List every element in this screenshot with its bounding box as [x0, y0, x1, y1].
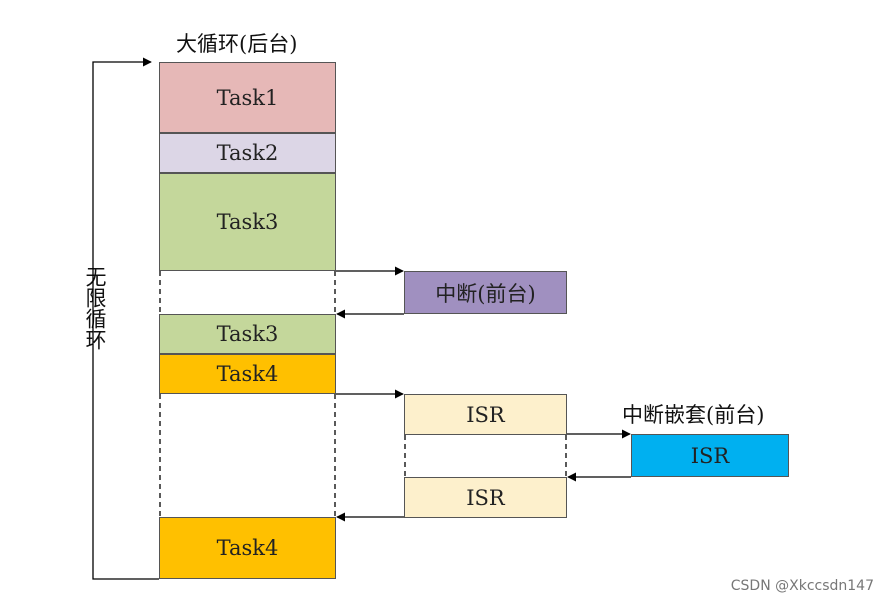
- task-block-task3: Task3: [159, 173, 336, 271]
- task-label: Task3: [216, 210, 279, 234]
- task-label: Task4: [216, 362, 279, 386]
- isr-label: ISR: [466, 402, 505, 427]
- task-label: Task4: [216, 536, 279, 560]
- isr-label: ISR: [466, 485, 505, 510]
- watermark: CSDN @Xkccsdn147: [730, 578, 874, 594]
- task-label: Task3: [216, 322, 279, 346]
- task-block-task1: Task1: [159, 62, 336, 133]
- task-label: Task1: [216, 85, 279, 110]
- task-block-task4-resume: Task4: [159, 517, 336, 579]
- main-loop-title: 大循环(后台): [176, 32, 298, 56]
- isr-block-first: ISR: [404, 394, 567, 435]
- infinite-loop-text: 无限循环: [83, 266, 107, 350]
- loop-bracket-line: [92, 57, 159, 580]
- nested-interrupt-title: 中断嵌套(前台): [622, 403, 765, 427]
- interrupt-block: 中断(前台): [404, 271, 567, 314]
- infinite-loop-label: 无限循环: [82, 266, 107, 356]
- nested-isr-block: ISR: [631, 434, 789, 477]
- isr-block-second: ISR: [404, 477, 567, 518]
- nested-isr-label: ISR: [690, 443, 730, 468]
- task-block-task2: Task2: [159, 133, 336, 173]
- task-block-task4: Task4: [159, 354, 336, 394]
- task-block-task3-resume: Task3: [159, 314, 336, 354]
- interrupt-label: 中断(前台): [435, 281, 536, 306]
- task-label: Task2: [216, 141, 279, 165]
